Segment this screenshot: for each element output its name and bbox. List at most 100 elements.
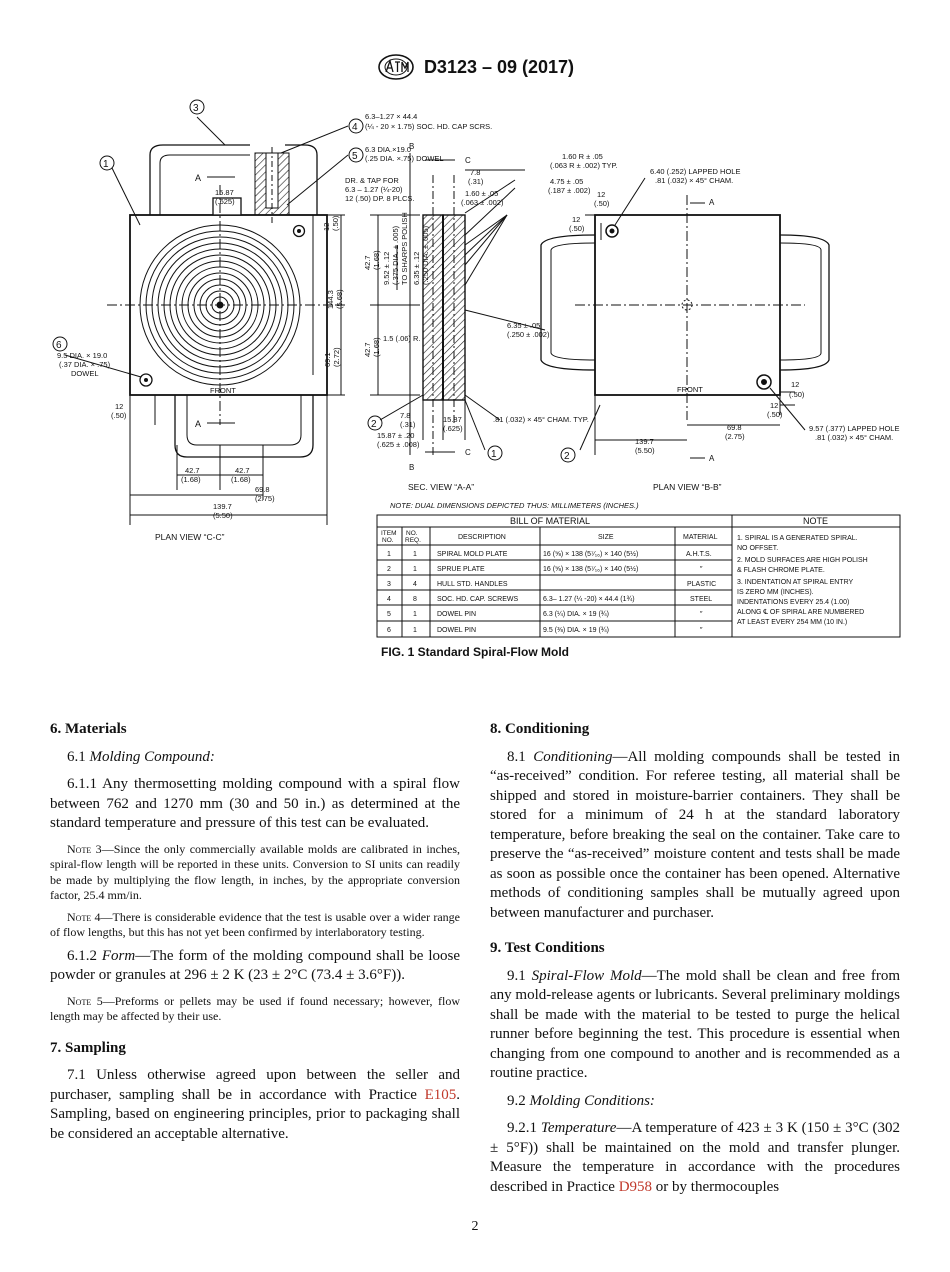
svg-text:(.31): (.31) (468, 177, 484, 186)
svg-text:.81 (.032) × 45° CHAM.: .81 (.032) × 45° CHAM. (815, 433, 893, 442)
svg-text:(1.68): (1.68) (372, 337, 381, 357)
svg-text:C: C (465, 448, 471, 457)
note-4: Note 4—There is considerable evidence th… (50, 909, 461, 940)
bill-of-material-table (376, 514, 901, 638)
svg-text:IS ZERO MM (INCHES).: IS ZERO MM (INCHES). (737, 589, 814, 596)
svg-text:(.31): (.31) (400, 420, 416, 429)
svg-text:12 (.50) DP. 8 PLCS.: 12 (.50) DP. 8 PLCS. (345, 194, 414, 203)
svg-text:12: 12 (770, 401, 778, 410)
svg-text:2: 2 (387, 566, 391, 573)
svg-text:ALONG ℄ OF SPIRAL ARE NUMBERED: ALONG ℄ OF SPIRAL ARE NUMBERED (737, 608, 864, 616)
svg-text:INDENTATIONS EVERY 25.4 (1.00): INDENTATIONS EVERY 25.4 (1.00) (737, 599, 849, 606)
svg-text:(5.68): (5.68) (335, 289, 344, 309)
svg-text:(.37 DIA. × .75): (.37 DIA. × .75) (59, 360, 111, 369)
note-3: Note 3—Since the only commercially avail… (50, 841, 461, 903)
svg-text:1: 1 (491, 449, 497, 460)
para-6-1-2: 6.1.2 Form—The form of the molding compo… (50, 947, 460, 984)
svg-text:9.52 ± .12: 9.52 ± .12 (382, 252, 391, 285)
svg-text:(.50): (.50) (331, 215, 340, 231)
svg-text:42.7: 42.7 (185, 466, 200, 475)
label-section-a-bottom: A (195, 419, 201, 429)
figure-standard-spiral-flow-mold: 3 1 4 5 6 2 1 2 6.3–1.27 × 44.4 (¼ - 20 … (45, 95, 915, 655)
section-6-heading: 6. Materials (50, 721, 127, 737)
label-dowel-in: (.25 DIA. ×.75) DOWEL (365, 154, 444, 163)
svg-text:REQ.: REQ. (405, 537, 421, 544)
svg-text:12: 12 (322, 223, 331, 231)
svg-text:1.60 R ± .05: 1.60 R ± .05 (562, 152, 603, 161)
svg-text:3. INDENTATION AT SPIRAL ENTRY: 3. INDENTATION AT SPIRAL ENTRY (737, 579, 854, 586)
svg-text:6.3 – 1.27 (¼-20): 6.3 – 1.27 (¼-20) (345, 185, 403, 194)
svg-text:(.250 ± .002): (.250 ± .002) (507, 330, 550, 339)
svg-text:B: B (409, 463, 414, 472)
svg-text:NO.: NO. (406, 530, 418, 537)
svg-text:(2.75): (2.75) (255, 494, 275, 503)
svg-text:(.50): (.50) (594, 199, 610, 208)
label-front-bb: FRONT (677, 385, 703, 394)
svg-text:12: 12 (597, 190, 605, 199)
svg-text:DOWEL PIN: DOWEL PIN (437, 611, 476, 618)
svg-text:9.5 (⅜) DIA. × 19 (¾): 9.5 (⅜) DIA. × 19 (¾) (543, 627, 609, 634)
mold-drawing: 3 1 4 5 6 2 1 2 6.3–1.27 × 44.4 (¼ - 20 … (52, 99, 901, 638)
svg-text:″: ″ (700, 627, 703, 634)
svg-text:1: 1 (103, 159, 109, 170)
svg-text:1.60 ± .05: 1.60 ± .05 (465, 189, 498, 198)
svg-text:A: A (709, 454, 715, 463)
note-5: Note 5—Preforms or pellets may be used i… (50, 993, 460, 1024)
svg-text:4.75 ± .05: 4.75 ± .05 (550, 177, 583, 186)
dual-dimension-note: NOTE: DUAL DIMENSIONS DEPICTED THUS: MIL… (390, 501, 639, 510)
svg-text:(1.68): (1.68) (181, 475, 201, 484)
svg-text:7.8: 7.8 (470, 168, 480, 177)
section-8-heading: 8. Conditioning (490, 721, 590, 737)
label-screws: 6.3–1.27 × 44.4 (365, 112, 417, 121)
svg-text:69.8: 69.8 (727, 423, 742, 432)
svg-text:4: 4 (352, 122, 358, 133)
svg-text:1: 1 (413, 566, 417, 573)
svg-text:42.7: 42.7 (363, 255, 372, 270)
svg-text:7.8: 7.8 (400, 411, 410, 420)
link-e105[interactable]: E105 (424, 1086, 457, 1103)
svg-text:(.625 ± .008): (.625 ± .008) (377, 440, 420, 449)
para-7-1: 7.1 Unless otherwise agreed upon between… (50, 1067, 460, 1142)
left-column: 6. Materials 6.1 Molding Compound: 6.1.1… (50, 720, 460, 1152)
svg-text:(5.50): (5.50) (213, 511, 233, 520)
page-header: D3123 – 09 (2017) (0, 52, 950, 82)
svg-text:″: ″ (700, 611, 703, 618)
label-dowel: 6.3 DIA.×19.0 (365, 145, 411, 154)
title-plan-view-cc: PLAN VIEW “C-C” (155, 532, 225, 542)
svg-text:(.063 ± .002): (.063 ± .002) (461, 198, 504, 207)
section-9-heading: 9. Test Conditions (490, 940, 605, 956)
svg-text:SPRUE PLATE: SPRUE PLATE (437, 566, 485, 573)
svg-text:TO SHARPS POLISH: TO SHARPS POLISH (400, 212, 409, 285)
right-column: 8. Conditioning 8.1 Conditioning—All mol… (490, 720, 900, 1205)
svg-text:6: 6 (387, 627, 391, 634)
svg-text:(.625): (.625) (215, 197, 235, 206)
svg-text:DESCRIPTION: DESCRIPTION (458, 534, 506, 541)
svg-text:NO OFFSET.: NO OFFSET. (737, 545, 778, 552)
svg-text:1: 1 (413, 627, 417, 634)
label-front-cc: FRONT (210, 386, 236, 395)
svg-text:16 (⅝) × 138 (5⁷⁄₁₆) × 140 (5½: 16 (⅝) × 138 (5⁷⁄₁₆) × 140 (5½) (543, 550, 638, 558)
astm-logo-icon (378, 54, 414, 80)
svg-text:BILL OF MATERIAL: BILL OF MATERIAL (510, 516, 590, 526)
svg-text:(1.68): (1.68) (231, 475, 251, 484)
para-6-1: 6.1 Molding Compound: (67, 748, 215, 765)
document-code: D3123 – 09 (2017) (423, 56, 575, 77)
section-view-aa (370, 153, 546, 455)
svg-text:6.35 ± .12: 6.35 ± .12 (412, 252, 421, 285)
para-6-1-1: 6.1.1 Any thermosetting molding compound… (50, 776, 460, 831)
page-number: 2 (471, 1219, 479, 1234)
svg-text:.81 (.032) × 45° CHAM.: .81 (.032) × 45° CHAM. (655, 176, 733, 185)
svg-text:SOC. HD. CAP. SCREWS: SOC. HD. CAP. SCREWS (437, 596, 518, 603)
svg-text:42.7: 42.7 (363, 342, 372, 357)
plan-view-cc (64, 116, 349, 525)
svg-text:ITEM: ITEM (381, 530, 397, 537)
svg-text:15.87 ± .20: 15.87 ± .20 (377, 431, 414, 440)
svg-text:5: 5 (352, 151, 358, 162)
link-d958[interactable]: D958 (618, 1178, 653, 1195)
svg-text:(.50): (.50) (569, 224, 585, 233)
svg-text:(.187 ± .002): (.187 ± .002) (548, 186, 591, 195)
svg-text:144.3: 144.3 (326, 290, 335, 309)
svg-text:HULL STD. HANDLES: HULL STD. HANDLES (437, 581, 508, 588)
svg-text:139.7: 139.7 (635, 437, 654, 446)
svg-text:69.1: 69.1 (323, 352, 332, 367)
